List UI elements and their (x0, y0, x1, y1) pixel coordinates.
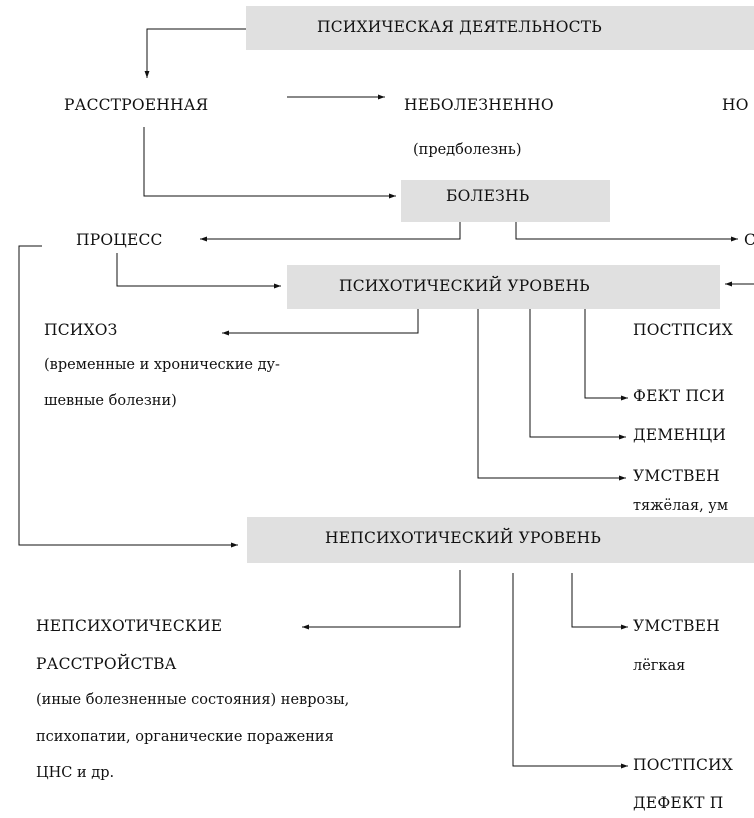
connector-disordered-to-illness (143, 127, 396, 199)
label-mental-retardation-1: УМСТВЕН (633, 467, 720, 485)
label-nonpsychotic-disorders-1: НЕПСИХОТИЧЕСКИЕ (36, 617, 223, 635)
box-psychotic-level-label: ПСИХОТИЧЕСКИЙ УРОВЕНЬ (339, 277, 590, 295)
connector-psychotic-to-psychosis (222, 309, 419, 336)
connector-nonpsychotic-to-disorders (302, 570, 461, 630)
label-defect-psych: ФЕКТ ПСИ (633, 387, 725, 405)
label-dementia: ДЕМЕНЦИ (633, 426, 727, 444)
label-nonpsychotic-note-1: (иные болезненные состояния) неврозы, (36, 692, 350, 708)
connector-process-to-nonpsychotic (18, 245, 238, 548)
connector-process-to-psychotic (116, 253, 281, 289)
connector-illness-to-right (515, 222, 738, 242)
connector-psychotic-to-dementia (529, 309, 626, 440)
label-non-morbid: НЕБОЛЕЗНЕННО (404, 96, 554, 114)
connector-psychotic-to-defect (584, 309, 628, 401)
label-nonpsychotic-disorders-2: РАССТРОЙСТВА (36, 655, 177, 673)
label-process: ПРОЦЕСС (76, 231, 163, 249)
box-nonpsychotic-level (247, 517, 754, 563)
connector-illness-to-process (200, 222, 461, 242)
box-psychic-activity-label: ПСИХИЧЕСКАЯ ДЕЯТЕЛЬНОСТЬ (317, 18, 602, 36)
label-nonpsychotic-note-2: психопатии, органические поражения (36, 729, 334, 745)
label-psychosis-note-2: шевные болезни) (44, 393, 177, 409)
label-postpsychotic-1: ПОСТПСИХ (633, 321, 733, 339)
connector-nonpsychotic-to-postpsychotic (512, 573, 628, 769)
label-psychosis: ПСИХОЗ (44, 321, 118, 339)
box-illness (401, 180, 610, 222)
connector-nonpsychotic-to-retardation (571, 573, 628, 630)
label-mental-retardation-2: УМСТВЕН (633, 617, 720, 635)
label-retardation-severity-2: лёгкая (633, 658, 686, 674)
box-illness-label: БОЛЕЗНЬ (446, 187, 530, 205)
box-nonpsychotic-level-label: НЕПСИХОТИЧЕСКИЙ УРОВЕНЬ (325, 529, 602, 547)
label-nonpsychotic-note-3: ЦНС и др. (36, 765, 115, 781)
box-psychotic-level (287, 265, 720, 309)
connector-activity-to-disordered (144, 28, 246, 78)
connector-psychotic-to-retardation (477, 309, 626, 481)
label-retardation-severity-1: тяжёлая, ум (633, 498, 729, 514)
label-defect-2: ДЕФЕКТ П (633, 794, 724, 812)
label-norm-fragment: НО (722, 96, 749, 114)
label-pre-illness: (предболезнь) (413, 142, 522, 158)
label-right-fragment: С (744, 231, 754, 249)
label-postpsychotic-2: ПОСТПСИХ (633, 756, 733, 774)
box-psychic-activity (246, 6, 754, 50)
label-psychosis-note-1: (временные и хронические ду- (44, 357, 280, 373)
label-disordered: РАССТРОЕННАЯ (64, 96, 209, 114)
